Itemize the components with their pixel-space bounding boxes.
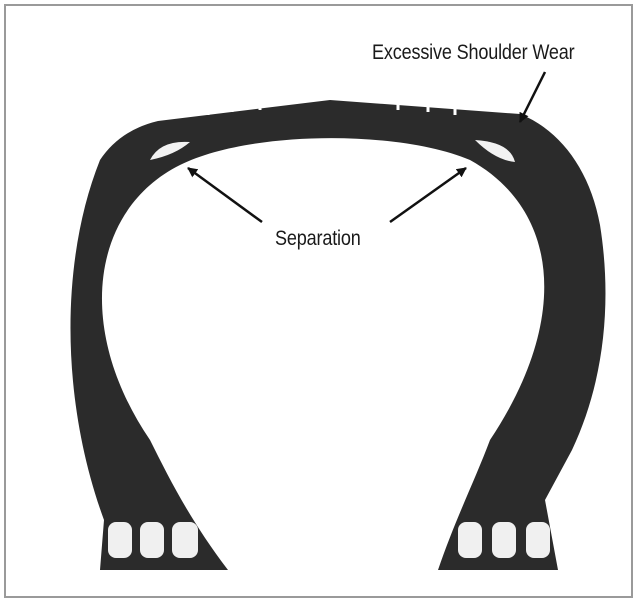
arrow-separation-right xyxy=(390,168,466,222)
tire-body xyxy=(70,100,605,570)
bead-right xyxy=(458,522,550,558)
arrow-shoulder-wear xyxy=(520,72,545,122)
label-excessive-shoulder-wear: Excessive Shoulder Wear xyxy=(372,41,575,65)
arrow-separation-left xyxy=(188,168,262,222)
bead-left xyxy=(108,522,198,558)
label-separation: Separation xyxy=(275,227,361,251)
